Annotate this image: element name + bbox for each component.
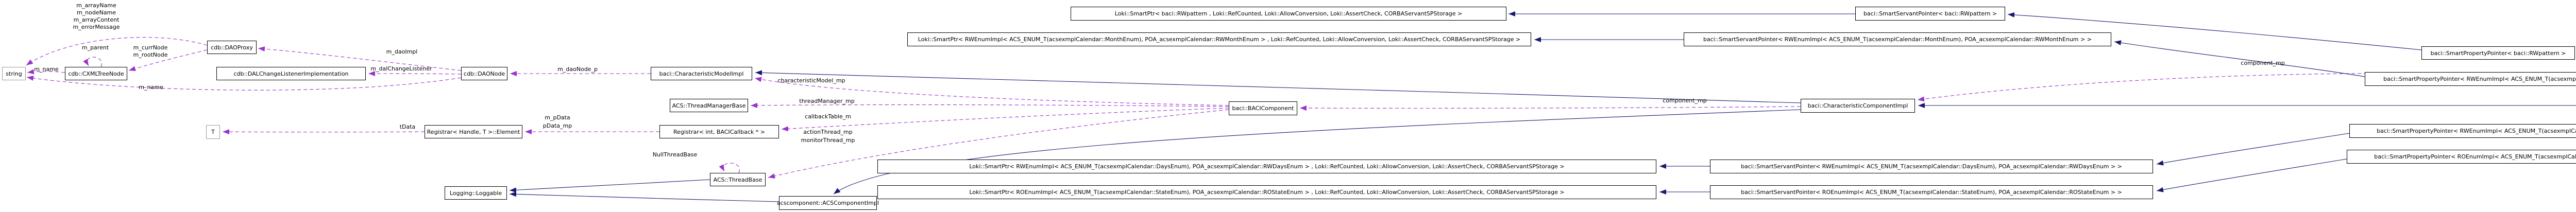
inheritance-edge-acsimpl-to-log <box>509 191 779 202</box>
class-node-log[interactable]: Logging::Loggable <box>445 186 507 200</box>
inheritance-edge-cci-to-cmodel <box>755 70 1801 103</box>
member-edge-cxml-to-string <box>27 69 65 75</box>
class-node-spp4[interactable]: baci::SmartPropertyPointer< RWEnumImpl< … <box>2349 124 2576 138</box>
edge-label: tData <box>399 123 416 130</box>
class-node-daonode[interactable]: cdb::DAONode <box>461 67 507 80</box>
edge-label: characteristicModel_mp <box>777 77 845 84</box>
member-edge-daonode-to-daoproxy <box>258 46 462 71</box>
edge-label: NullThreadBase <box>652 151 698 158</box>
class-node-ssp4[interactable]: baci::SmartServantPointer< RWEnumImpl< A… <box>1710 160 2153 173</box>
edge-label: m_parent <box>81 44 109 51</box>
edge-label: m_rootNode <box>133 51 168 58</box>
class-node-daoproxy[interactable]: cdb::DAOProxy <box>207 41 257 54</box>
member-edge-cxml-to-cxml <box>83 57 102 67</box>
inheritance-edge-tbase-to-log <box>509 179 710 193</box>
edge-label: m_name <box>34 66 59 73</box>
class-node-tmb[interactable]: ACS::ThreadManagerBase <box>670 99 748 112</box>
inheritance-edge-spp1-to-ssp1 <box>2007 12 2422 50</box>
inheritance-edge-spp2-to-ssp2 <box>2114 40 2365 77</box>
edge-label: m_pData <box>545 114 570 121</box>
class-node-ssp1[interactable]: baci::SmartServantPointer< baci::RWpatte… <box>1855 7 2005 21</box>
member-edge-daoproxy-to-string <box>26 37 208 66</box>
inheritance-edge-cci-to-acsimpl <box>833 109 1801 195</box>
edge-label: actionThread_mp <box>803 129 853 135</box>
member-edge-daonode-to-string <box>26 76 462 91</box>
class-node-cci[interactable]: baci::CharacteristicComponentImpl <box>1801 99 1915 113</box>
class-node-bacic[interactable]: baci::BACIComponent <box>1229 101 1297 115</box>
member-edge-tbase-to-tbase <box>719 163 740 173</box>
member-edge-bacic-to-tmb <box>750 102 1229 108</box>
edge-label: m_currNode <box>133 44 168 51</box>
class-node-cxml[interactable]: cdb::CXMLTreeNode <box>65 67 127 80</box>
class-node-string: string <box>2 67 26 80</box>
class-node-T: T <box>206 125 220 139</box>
class-node-loki2[interactable]: Loki::SmartPtr< RWEnumImpl< ACS_ENUM_T(a… <box>907 32 1531 46</box>
edge-label: threadManager_mp <box>799 98 855 104</box>
class-node-loki4[interactable]: Loki::SmartPtr< RWEnumImpl< ACS_ENUM_T(a… <box>877 160 1656 173</box>
edge-label: m_arrayName <box>76 2 116 9</box>
class-node-acsimpl[interactable]: acscomponent::ACSComponentImpl <box>777 196 879 210</box>
class-node-ssp5[interactable]: baci::SmartServantPointer< ROEnumImpl< A… <box>1710 185 2153 199</box>
edge-label: m_errorMessage <box>73 24 120 30</box>
class-node-loki1[interactable]: Loki::SmartPtr< baci::RWpattern , Loki::… <box>1071 7 1506 21</box>
class-node-reg[interactable]: Registrar< int, BACICallback * > <box>659 125 779 138</box>
edge-label: pData_mp <box>543 122 572 129</box>
member-edge-bacic-to-reg <box>781 108 1229 132</box>
edge-label: m_arrayContent <box>73 16 120 23</box>
edge-label: component_mp <box>2241 60 2285 66</box>
edge-label: component_mp <box>1663 97 1707 104</box>
class-node-elem[interactable]: Registrar< Handle, T >::Element <box>425 125 522 138</box>
class-node-dal[interactable]: cdb::DALChangeListenerImplementation <box>216 67 366 80</box>
class-node-tbase[interactable]: ACS::ThreadBase <box>710 173 766 186</box>
edge-label: callbackTable_m <box>805 113 851 120</box>
class-node-spp5[interactable]: baci::SmartPropertyPointer< ROEnumImpl< … <box>2347 150 2576 164</box>
class-node-loki5[interactable]: Loki::SmartPtr< ROEnumImpl< ACS_ENUM_T(a… <box>877 185 1656 199</box>
edge-label: m_daoNode_p <box>557 66 598 73</box>
inheritance-edge-spp4-to-ssp4 <box>2156 133 2350 166</box>
class-node-cmodel[interactable]: baci::CharacteristicModelImpl <box>651 67 752 80</box>
member-edge-bacic-to-cmodel <box>754 77 1229 106</box>
edge-label: m_dalChangeListener <box>370 65 432 72</box>
class-node-ssp2[interactable]: baci::SmartServantPointer< RWEnumImpl< A… <box>1684 32 2111 46</box>
edge-label: monitorThread_mp <box>801 137 855 144</box>
inheritance-edge-spp5-to-ssp5 <box>2156 158 2347 192</box>
class-node-spp1[interactable]: baci::SmartPropertyPointer< baci::RWpatt… <box>2421 46 2575 60</box>
member-edge-cci-to-bacic <box>1299 105 1801 111</box>
edge-label: m_nodeName <box>76 9 116 16</box>
edge-label: m_daoImpl <box>386 48 418 55</box>
edge-label: m_name <box>139 84 163 91</box>
class-node-spp2[interactable]: baci::SmartPropertyPointer< RWEnumImpl< … <box>2365 72 2576 86</box>
